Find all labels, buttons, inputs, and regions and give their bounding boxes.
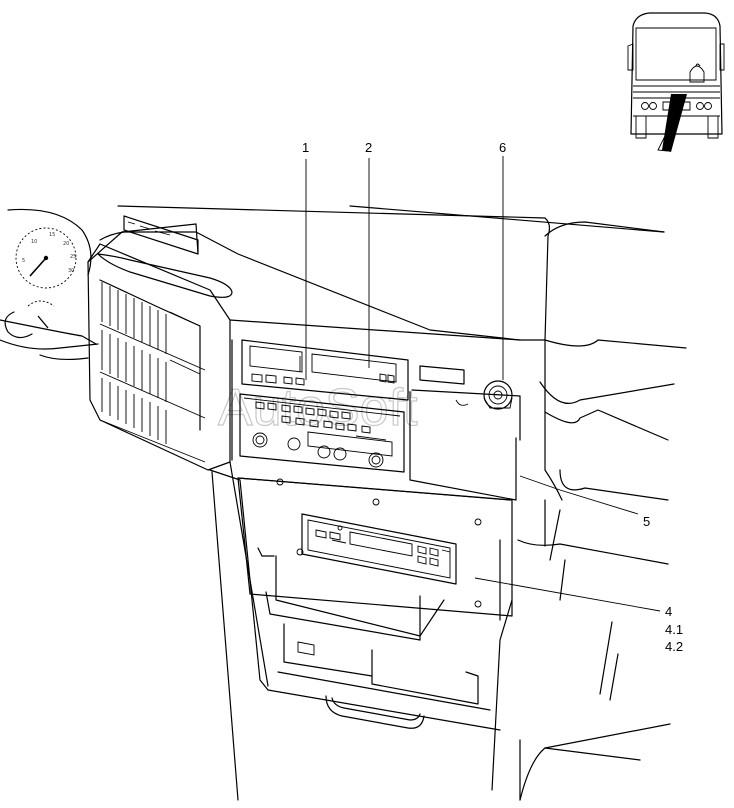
fuel-needle: [37, 315, 49, 329]
drawer-handle[interactable]: [325, 695, 425, 729]
watermark-text: AutoSoft: [218, 379, 418, 437]
gauge-cluster: 5 10 15 20 25 30: [0, 208, 99, 361]
bus-thumbnail: [627, 12, 725, 152]
callout-1: 1: [302, 140, 310, 155]
callout-4-1: 4.1: [665, 622, 684, 637]
callout-5: 5: [643, 514, 651, 529]
storage-panel: [409, 389, 521, 501]
gauge-needle: [29, 257, 47, 277]
callout-4-2: 4.2: [665, 639, 684, 654]
svg-text:20: 20: [63, 241, 69, 247]
fuel-gauge: [27, 300, 55, 329]
cigarette-lighter-socket: [419, 365, 513, 410]
callout-2: 2: [365, 140, 373, 155]
svg-text:5: 5: [22, 258, 25, 264]
stereo-compartment: [237, 477, 513, 617]
lower-compartment: [265, 555, 491, 711]
speedometer-gauge: 5 10 15 20 25 30: [15, 227, 77, 289]
svg-text:10: 10: [31, 239, 37, 245]
svg-text:15: 15: [49, 232, 55, 238]
leader-lines: [305, 156, 661, 612]
dash-right-structure: [211, 339, 687, 801]
pointer-arrow: [662, 94, 687, 152]
control-panel-unit: [239, 393, 405, 473]
callout-6: 6: [499, 140, 507, 155]
center-console: [209, 319, 563, 731]
dash-top: [87, 205, 665, 341]
svg-text:25: 25: [70, 254, 76, 260]
radio-display-unit: [301, 513, 457, 585]
tachograph-unit: [241, 339, 409, 401]
svg-text:30: 30: [68, 268, 74, 274]
callout-4: 4: [665, 604, 673, 619]
